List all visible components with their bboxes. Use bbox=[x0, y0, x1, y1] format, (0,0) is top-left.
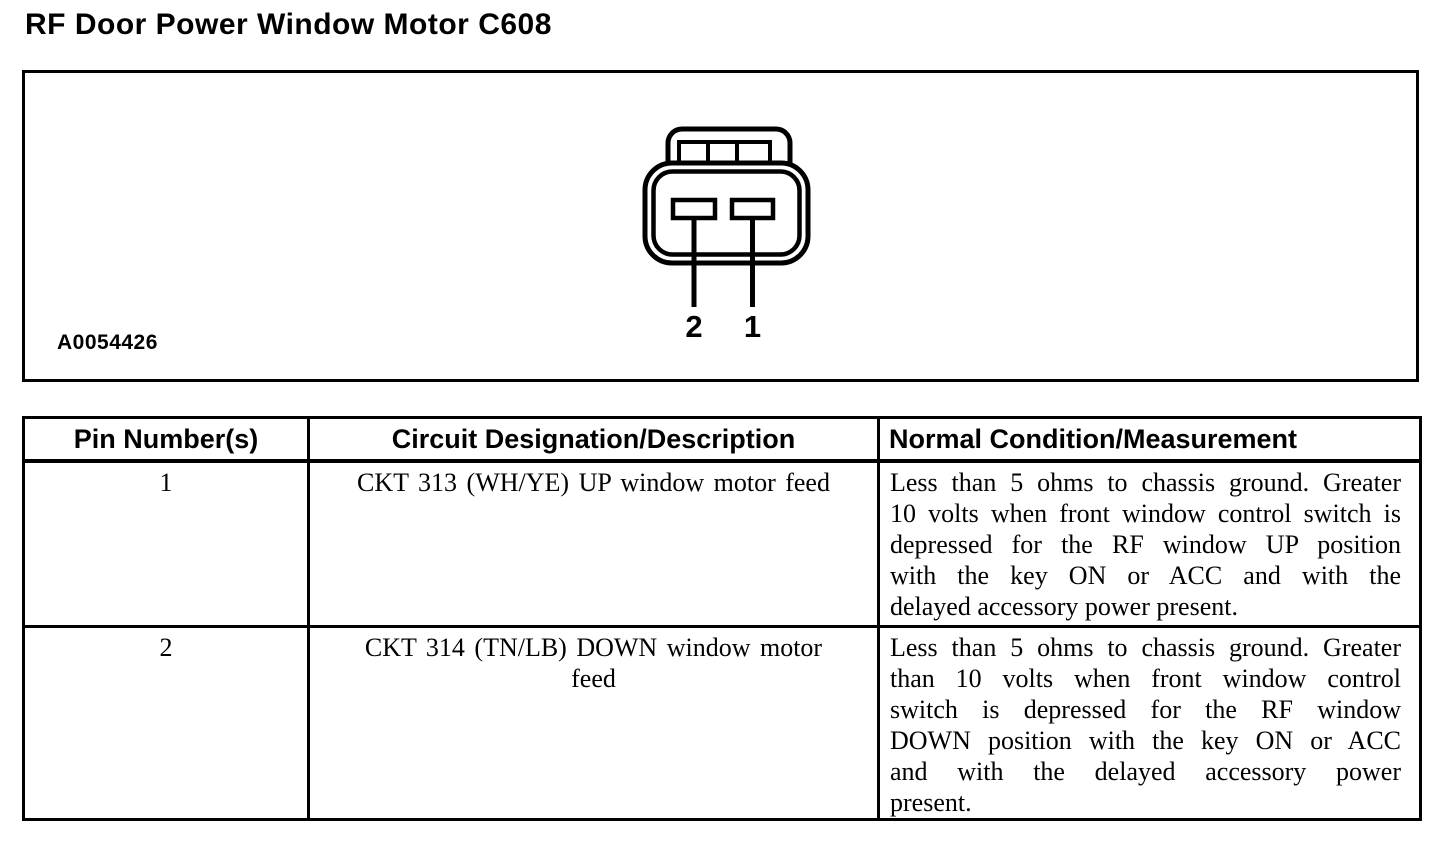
circuit-text-line: feed bbox=[571, 663, 616, 693]
pin-cavity-1 bbox=[729, 197, 776, 221]
condition-text-line: than 10 volts when front window control bbox=[890, 663, 1401, 693]
pin-1-number-label: 1 bbox=[744, 309, 761, 344]
pin-2-number-label: 2 bbox=[685, 309, 702, 344]
condition-text-line: with the key ON or ACC and with the bbox=[890, 561, 1401, 590]
condition-text-line: switch is depressed for the RF window bbox=[890, 694, 1401, 724]
pin-1-condition-cell: Less than 5 ohms to chassis ground. Grea… bbox=[877, 459, 1422, 628]
connector-body-inner bbox=[651, 169, 802, 257]
condition-text-line: Less than 5 ohms to chassis ground. Grea… bbox=[890, 632, 1401, 662]
figure-code-label: A0054426 bbox=[57, 331, 158, 354]
pin-table-header-row: Pin Number(s) Circuit Designation/Descri… bbox=[22, 416, 1422, 463]
condition-text-line: depressed for the RF window UP position bbox=[890, 530, 1401, 559]
circuit-text-line: CKT 313 (WH/YE) UP window motor feed bbox=[357, 468, 830, 497]
condition-text-line: and with the delayed accessory power bbox=[890, 756, 1401, 786]
col-header-normal-condition: Normal Condition/Measurement bbox=[877, 416, 1422, 463]
col-header-pin-numbers: Pin Number(s) bbox=[22, 416, 310, 463]
pin-cavity-2 bbox=[670, 197, 718, 221]
pin-2-number-cell: 2 bbox=[22, 624, 310, 821]
pin-table: Pin Number(s) Circuit Designation/Descri… bbox=[22, 416, 1422, 821]
pin-1-circuit-cell: CKT 313 (WH/YE) UP window motor feed bbox=[307, 459, 880, 628]
col-header-circuit-designation: Circuit Designation/Description bbox=[307, 416, 880, 463]
condition-text-line: present. bbox=[890, 787, 972, 817]
connector-diagram: 2 1 bbox=[642, 126, 811, 344]
circuit-text-line: CKT 314 (TN/LB) DOWN window motor bbox=[364, 632, 823, 662]
connector-figure-panel: 2 1 A0054426 bbox=[22, 70, 1419, 382]
pin-1-number-cell: 1 bbox=[22, 459, 310, 628]
page-title: RF Door Power Window Motor C608 bbox=[25, 8, 552, 41]
connector-body-outer bbox=[642, 160, 811, 266]
table-row-pin-2: 2 CKT 314 (TN/LB) DOWN window motor feed… bbox=[22, 624, 1422, 821]
condition-text-line: 10 volts when front window control switc… bbox=[890, 499, 1401, 528]
pin-2-condition-cell: Less than 5 ohms to chassis ground. Grea… bbox=[877, 624, 1422, 821]
condition-text-line: delayed accessory power present. bbox=[890, 592, 1238, 621]
condition-text-line: DOWN position with the key ON or ACC bbox=[890, 725, 1401, 755]
pin-2-circuit-cell: CKT 314 (TN/LB) DOWN window motor feed bbox=[307, 624, 880, 821]
table-row-pin-1: 1 CKT 313 (WH/YE) UP window motor feed L… bbox=[22, 459, 1422, 628]
condition-text-line: Less than 5 ohms to chassis ground. Grea… bbox=[890, 468, 1401, 497]
